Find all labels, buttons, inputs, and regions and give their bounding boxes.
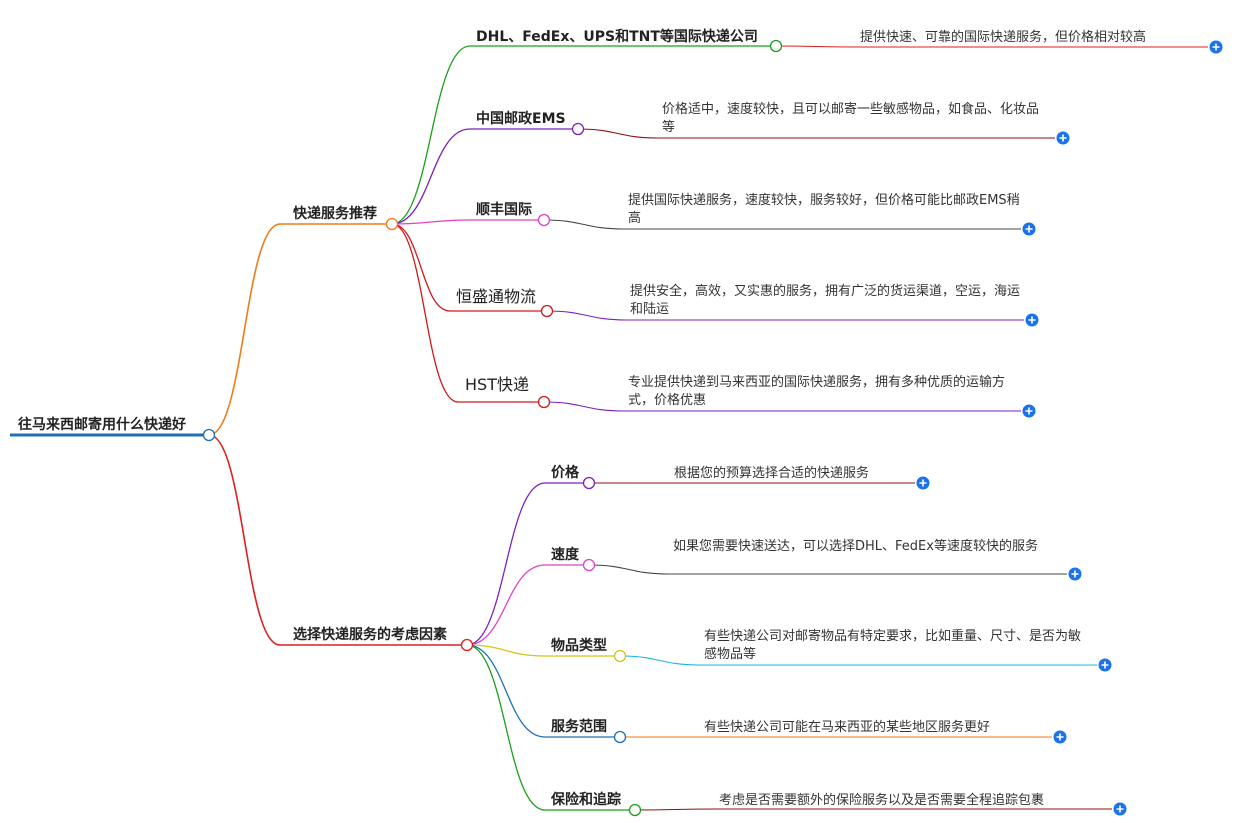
topic-hengshengtong[interactable]: 恒盛通物流 — [456, 287, 537, 306]
factor-price[interactable]: 价格 — [551, 465, 579, 481]
branch-2-child-2-connector — [466, 564, 589, 646]
topic-sf-international[interactable]: 顺丰国际 — [476, 202, 532, 218]
branch-2-child-1-expand-icon[interactable] — [916, 476, 930, 490]
branch-1-connector — [208, 223, 392, 436]
branch-1-child-4-expand-icon[interactable] — [1025, 313, 1039, 327]
factor-insurance-tracking[interactable]: 保险和追踪 — [551, 792, 621, 808]
detail-service-area: 有些快递公司可能在马来西亚的某些地区服务更好 — [704, 720, 991, 735]
branch-1-child-2-detail-line — [577, 128, 1055, 139]
branch-1-child-2-dot[interactable] — [571, 122, 585, 136]
branch-1-child-2-expand-icon[interactable] — [1056, 131, 1070, 145]
branch-2-child-5-expand-icon[interactable] — [1113, 802, 1127, 816]
branch-1-child-3-connector — [391, 219, 544, 225]
factor-item-type[interactable]: 物品类型 — [551, 638, 607, 654]
branch-2-child-1-connector — [466, 482, 589, 646]
branch-2-child-5-connector — [466, 644, 635, 811]
branch-2-dot[interactable] — [460, 638, 474, 652]
branch-2-child-1-dot[interactable] — [582, 476, 596, 490]
branch-2-child-3-expand-icon[interactable] — [1098, 658, 1112, 672]
branch-2-child-3-connector — [466, 644, 620, 657]
branch-1-child-1-connector — [391, 45, 776, 225]
branch-2-child-5-detail-line — [634, 808, 1112, 811]
detail-hst-express: 专业提供快递到马来西亚的国际快递服务，拥有多种优质的运输方式，价格优惠 — [628, 375, 1006, 409]
branch-2-child-4-dot[interactable] — [613, 730, 627, 744]
branch-1-child-4-dot[interactable] — [540, 304, 554, 318]
topic-hst-express[interactable]: HST快递 — [465, 375, 529, 394]
branch-1-child-5-dot[interactable] — [537, 395, 551, 409]
branch-2-child-3-detail-line — [619, 655, 1097, 666]
branch-2-child-2-detail-line — [588, 564, 1067, 575]
branch-1-child-1-expand-icon[interactable] — [1209, 40, 1223, 54]
branch-1-child-1-dot[interactable] — [769, 39, 783, 53]
branch-2-child-3-dot[interactable] — [613, 649, 627, 663]
detail-hengshengtong: 提供安全，高效，又实惠的服务，拥有广泛的货运渠道，空运，海运和陆运 — [630, 284, 1021, 318]
connector-dots — [202, 39, 783, 817]
branch-2-child-4-connector — [466, 644, 620, 738]
root-topic[interactable]: 往马来西邮寄用什么快递好 — [18, 417, 186, 433]
detail-china-post-ems: 价格适中，速度较快，且可以邮寄一些敏感物品，如食品、化妆品等 — [662, 102, 1040, 136]
branch-1-child-3-dot[interactable] — [537, 213, 551, 227]
branch-1-child-5-expand-icon[interactable] — [1022, 404, 1036, 418]
topic-china-post-ems[interactable]: 中国邮政EMS — [476, 111, 566, 127]
detail-sf-international: 提供国际快递服务，速度较快，服务较好，但价格可能比邮政EMS稍高 — [628, 193, 1020, 227]
topic-intl-couriers[interactable]: DHL、FedEx、UPS和TNT等国际快递公司 — [476, 29, 758, 45]
branch-courier-recommendations[interactable]: 快递服务推荐 — [293, 206, 377, 222]
detail-item-type: 有些快递公司对邮寄物品有特定要求，比如重量、尺寸、是否为敏感物品等 — [704, 629, 1082, 663]
detail-insurance-tracking: 考虑是否需要额外的保险服务以及是否需要全程追踪包裹 — [719, 793, 1045, 808]
factor-speed[interactable]: 速度 — [551, 547, 579, 563]
branch-2-child-2-dot[interactable] — [582, 558, 596, 572]
branch-2-child-4-expand-icon[interactable] — [1053, 730, 1067, 744]
branch-1-child-4-detail-line — [546, 310, 1024, 321]
branch-2-connector — [208, 434, 467, 646]
branch-1-child-3-expand-icon[interactable] — [1022, 222, 1036, 236]
branch-1-child-3-detail-line — [543, 219, 1021, 230]
root-dot[interactable] — [202, 428, 216, 442]
branch-1-child-1-detail-line — [775, 45, 1208, 48]
expand-buttons[interactable] — [916, 40, 1223, 816]
detail-intl-couriers: 提供快速、可靠的国际快递服务，但价格相对较高 — [860, 30, 1147, 45]
detail-price: 根据您的预算选择合适的快递服务 — [674, 466, 870, 481]
branch-2-child-2-expand-icon[interactable] — [1068, 567, 1082, 581]
factor-service-area[interactable]: 服务范围 — [551, 719, 607, 735]
branch-1-child-4-connector — [391, 223, 547, 312]
branch-1-child-2-connector — [391, 128, 578, 225]
branch-1-dot[interactable] — [385, 217, 399, 231]
branch-1-child-5-connector — [391, 223, 544, 403]
branch-selection-factors[interactable]: 选择快递服务的考虑因素 — [293, 627, 447, 643]
branch-1-child-5-detail-line — [543, 401, 1021, 412]
connector-lines — [10, 45, 1208, 811]
detail-speed: 如果您需要快速送达，可以选择DHL、FedEx等速度较快的服务 — [673, 539, 1038, 554]
branch-2-child-5-dot[interactable] — [628, 803, 642, 817]
